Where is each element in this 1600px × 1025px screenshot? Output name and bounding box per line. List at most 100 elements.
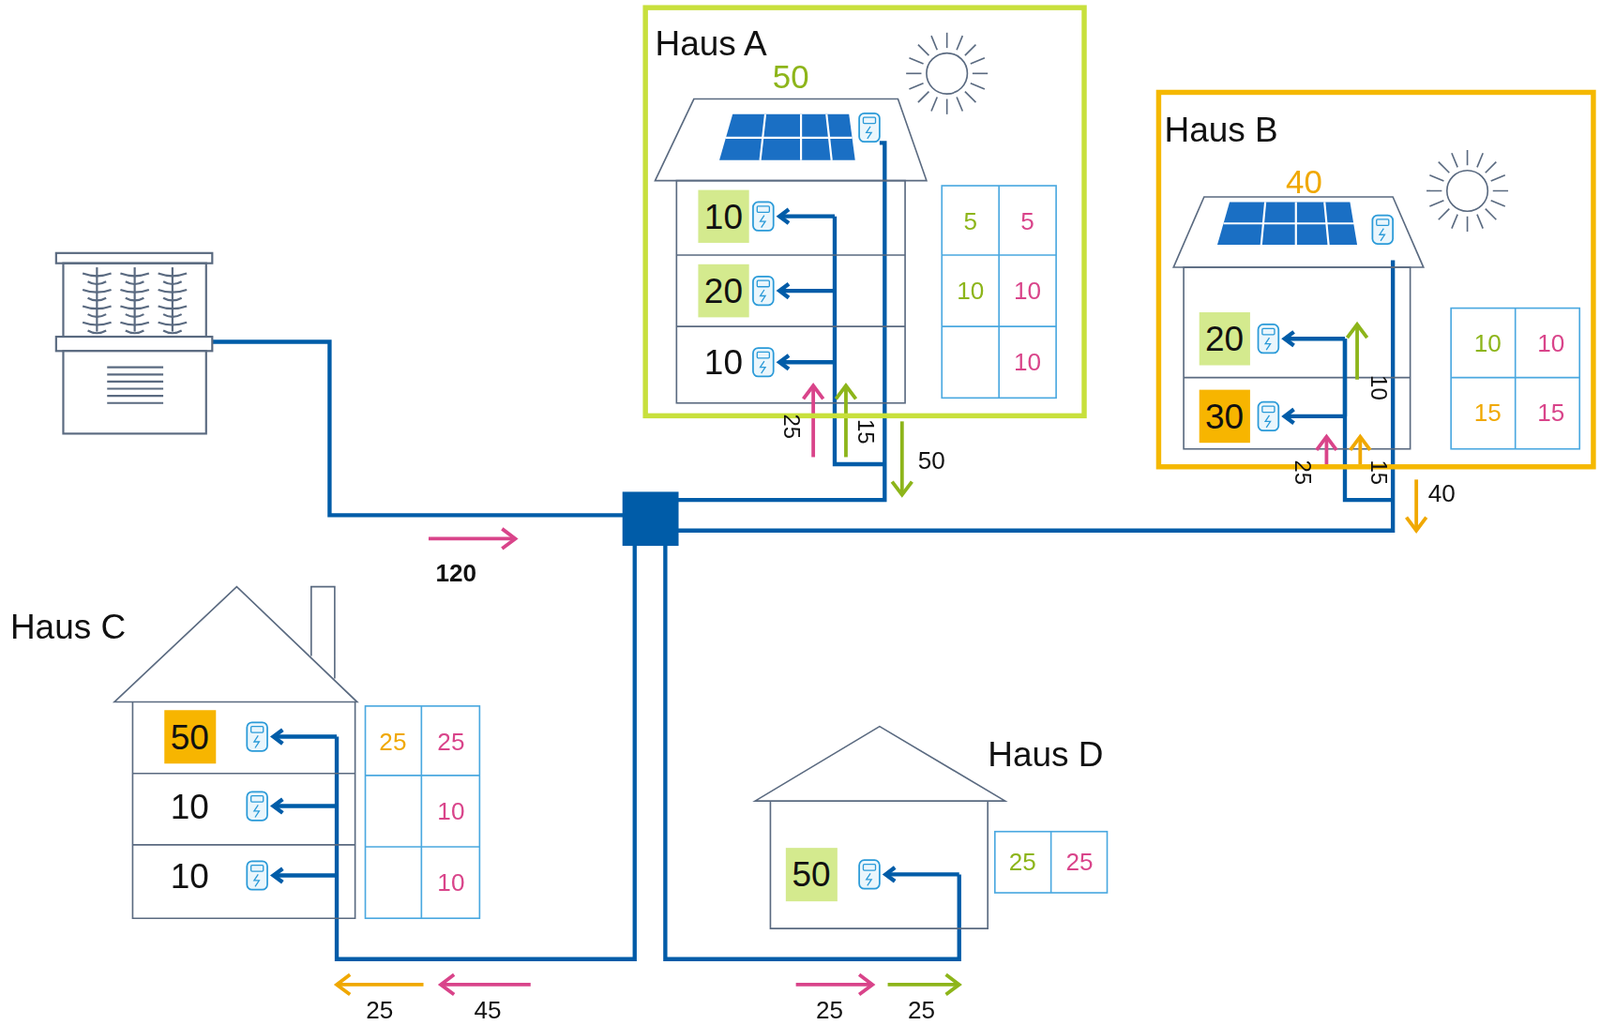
flow-arrow [781,213,835,218]
flow-arrow [888,982,958,987]
drawing-part [501,528,515,549]
drawing-part [95,267,98,333]
drawing-part [254,874,259,887]
drawing-part [1477,152,1483,167]
drawing-part [1485,162,1497,174]
house-outline: Haus C [106,581,363,923]
drawing-part [1438,209,1450,221]
flow-value: 25 [907,997,936,1023]
flow-arrow [275,803,337,808]
drawing-part [254,804,259,817]
drawing-part [1316,437,1337,451]
drawing-part [1438,162,1450,174]
drawing-part [273,868,284,883]
drawing-part [756,206,770,213]
drawing-part [760,215,766,228]
drawing-part [1429,175,1444,182]
drawing-part [946,32,949,48]
table-cell: 15 [1474,401,1502,426]
drawing-part [908,58,923,64]
house-outline: Haus D [750,719,1011,934]
drawing-part [106,394,164,397]
drawing-part [1491,175,1506,182]
flat-consumption: 10 [170,788,210,824]
pv-output: 40 [1285,165,1323,198]
drawing-part [760,289,766,302]
drawing-part [779,284,789,299]
flow-arrow [428,537,514,542]
flow-arrow [1358,438,1362,465]
table-cell: 25 [437,729,465,755]
flow-value: 40 [1428,482,1456,507]
drawing-part [1284,409,1295,424]
meter-icon [246,860,268,890]
drawing-part [1451,214,1458,229]
meter-icon [1258,402,1280,431]
drawing-part [756,351,770,359]
table-cell: 25 [378,729,407,755]
drawing-part [251,865,264,873]
flow-value: 25 [365,997,393,1023]
house-name: Haus C [10,609,126,645]
drawing-part [859,974,873,995]
flow-arrow [888,872,960,876]
meter-icon [246,791,268,820]
flow-value: 10 [1367,375,1390,401]
meter-icon [753,276,774,305]
drawing-part [1426,190,1442,193]
drawing-part [931,35,937,50]
drawing-part [1379,228,1385,242]
drawing-part [1265,415,1270,428]
table-cell: 25 [1066,849,1094,875]
drawing-part [106,402,164,405]
drawing-part [891,482,912,496]
flow-arrow [811,387,816,457]
drawing-part [931,96,937,111]
drawing-part [885,867,895,882]
drawing-part [918,91,930,104]
sun-symbol [905,32,1509,232]
drawing-part [756,280,770,287]
flow-arrow [1355,326,1359,380]
flat-consumption: 20 [697,264,749,318]
flow-arrow [781,360,835,364]
flat-consumption: 10 [170,858,210,893]
flat-consumption: 50 [785,847,837,902]
flow-value: 45 [474,997,502,1023]
drawing-part [862,117,876,124]
drawing-part [1493,190,1509,193]
flow-arrow [900,421,905,493]
drawing-part [760,361,766,374]
table-cell: 10 [1013,278,1042,303]
table-cell: 5 [963,209,978,234]
drawing-part [1447,170,1489,212]
drawing-part [1350,437,1371,451]
drawing-part [926,53,968,95]
flow-arrow [844,387,848,457]
drawing-part [946,99,949,115]
meter-icon [753,347,774,377]
drawing-part [970,83,985,90]
flow-arrow [781,288,835,293]
drawing-part [862,864,876,872]
table-cell: 25 [1009,849,1037,875]
flow-arrow [1325,438,1329,465]
meter-icon [1258,324,1280,353]
pv-output: 50 [772,60,810,93]
house-name: Haus D [987,737,1103,772]
drawing-part [1343,338,1347,417]
table-cell: 10 [1013,349,1042,375]
house-name: Haus A [655,25,768,61]
flow-value: 120 [436,560,478,586]
drawing-part [106,380,164,383]
drawing-part [956,96,963,111]
drawing-part [956,35,963,50]
house-shape [106,581,363,923]
house-name: Haus B [1163,112,1278,148]
drawing-part [1262,406,1275,413]
drawing-part [779,355,789,370]
flow-arrows [273,209,1427,995]
drawing-part [336,974,350,995]
drawing-part [134,267,136,333]
drawing-part [1429,200,1444,207]
